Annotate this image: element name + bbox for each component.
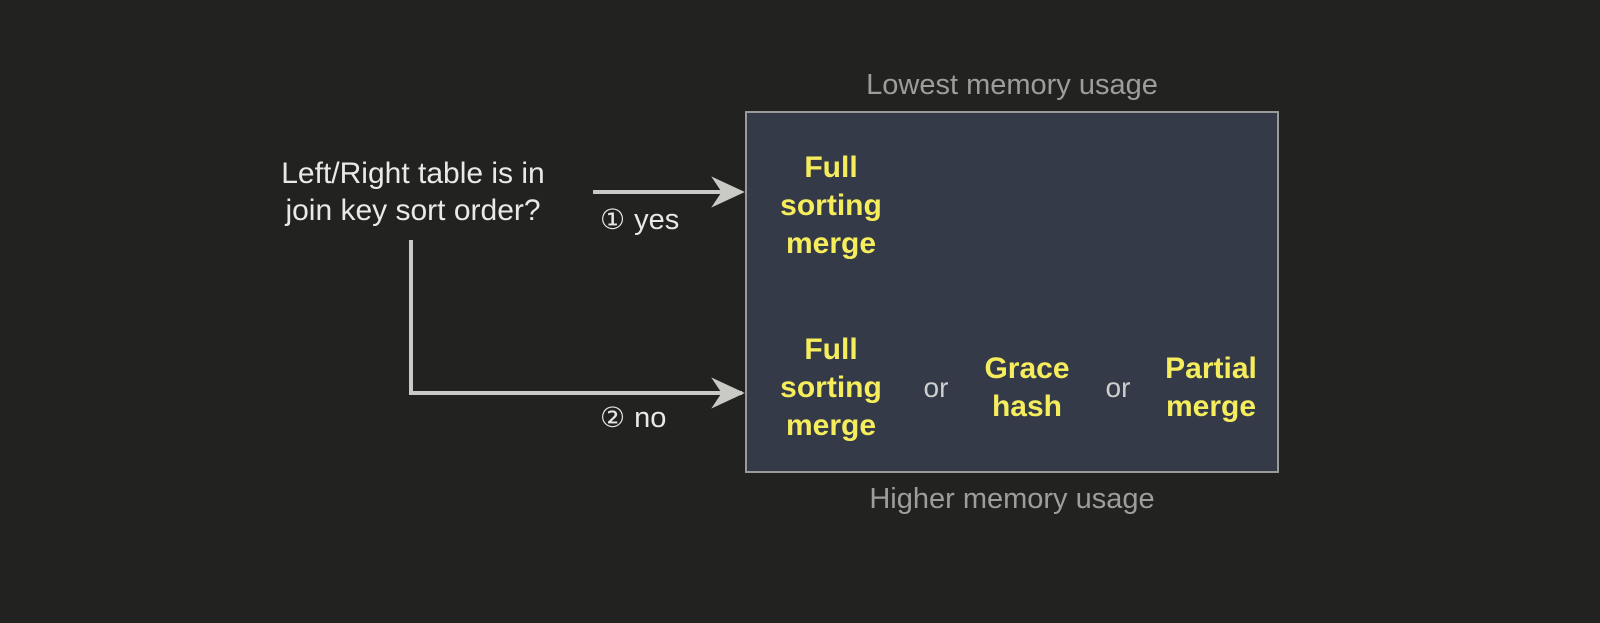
- option-separator-1: or: [923, 372, 949, 403]
- option-grace-hash: Grace hash: [984, 352, 1070, 423]
- outcome-panel: Full sorting merge Full sorting merge or…: [745, 111, 1279, 473]
- option-partial-merge: Partial merge: [1165, 352, 1257, 423]
- decision-question: Left/Right table is in join key sort ord…: [281, 157, 545, 227]
- outcome-row-unsorted: Full sorting merge or Grace hash or Part…: [747, 313, 1277, 463]
- option-separator-2: or: [1105, 372, 1131, 403]
- option-full-sorting-merge-unsorted: Full sorting merge: [780, 333, 882, 442]
- branch-marker-2: ②: [600, 401, 626, 434]
- outcome-row-sorted: Full sorting merge: [747, 131, 1277, 281]
- branch-text-1: yes: [634, 204, 680, 236]
- branch-text-2: no: [634, 402, 667, 434]
- caption-higher-memory: Higher memory usage: [869, 483, 1155, 515]
- branch-marker-1: ①: [600, 203, 626, 236]
- option-full-sorting-merge-sorted: Full sorting merge: [780, 151, 882, 260]
- caption-lowest-memory: Lowest memory usage: [866, 69, 1158, 101]
- arrow-no: [409, 240, 745, 409]
